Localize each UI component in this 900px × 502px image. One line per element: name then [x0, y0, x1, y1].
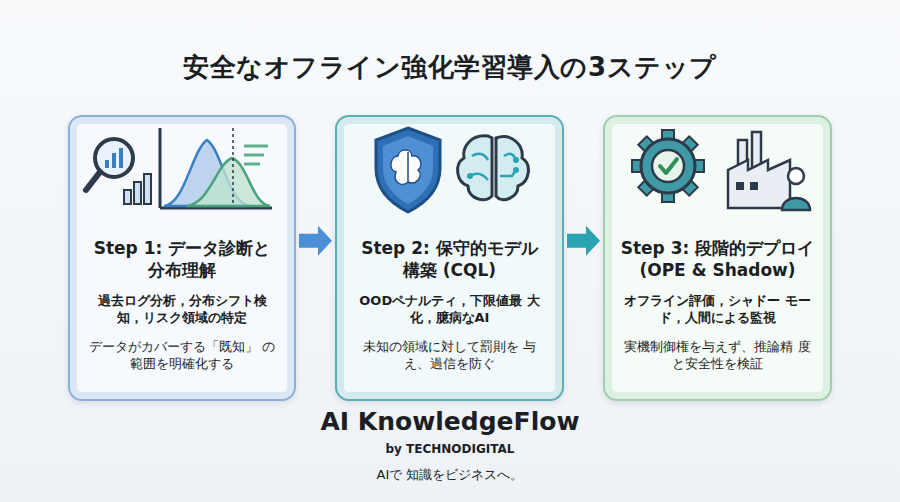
step-card: Step 3: 段階的デプロイ (OPE & Shadow) オフライン評価，シャ…: [603, 115, 832, 401]
step-card: Step 1: データ診断と 分布理解過去ログ分析，分布シフト検 知，リスク領域…: [68, 115, 296, 401]
step-card: Step 2: 保守的モデル 構築 (CQL) OODペナルティ，下限値最 大化，…: [335, 115, 564, 401]
brand-tagline: AIで 知識をビジネスへ。: [0, 466, 900, 484]
flow-arrow: [299, 226, 332, 256]
brand-byline: by TECHNODIGITAL: [0, 442, 900, 456]
diagram-title: 安全なオフライン強化学習導入の3ステップ: [0, 50, 900, 85]
step-description: 実機制御権を与えず、推論精 度と安全性を検証: [619, 339, 816, 373]
step-description: 未知の領域に対して罰則を 与え、過信を防ぐ: [351, 339, 548, 373]
step-heading: Step 2: 保守的モデル 構築 (CQL): [351, 237, 548, 281]
step-heading: Step 3: 段階的デプロイ (OPE & Shadow): [619, 237, 816, 281]
step-summary: OODペナルティ，下限値最 大化，臆病なAI: [351, 293, 548, 327]
step-description: データがカバーする「既知」 の範囲を明確化する: [84, 339, 280, 373]
step-heading: Step 1: データ診断と 分布理解: [84, 237, 280, 281]
step-summary: オフライン評価，シャドー モード，人間による監視: [619, 293, 816, 327]
step-summary: 過去ログ分析，分布シフト検 知，リスク領域の特定: [84, 293, 280, 327]
brand-name: AI KnowledgeFlow: [0, 407, 900, 436]
flow-arrow: [567, 226, 600, 256]
